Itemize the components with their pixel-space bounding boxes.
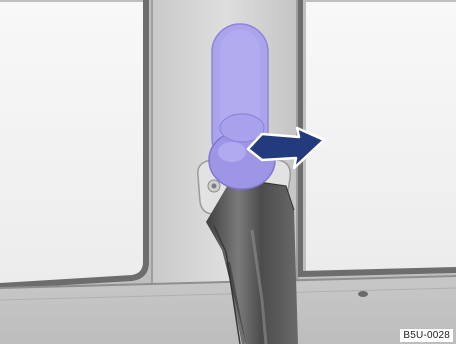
left-window xyxy=(0,0,158,290)
door-sill xyxy=(0,276,456,344)
screw-head xyxy=(358,291,368,297)
figure-code: B5U-0028 xyxy=(400,329,453,342)
